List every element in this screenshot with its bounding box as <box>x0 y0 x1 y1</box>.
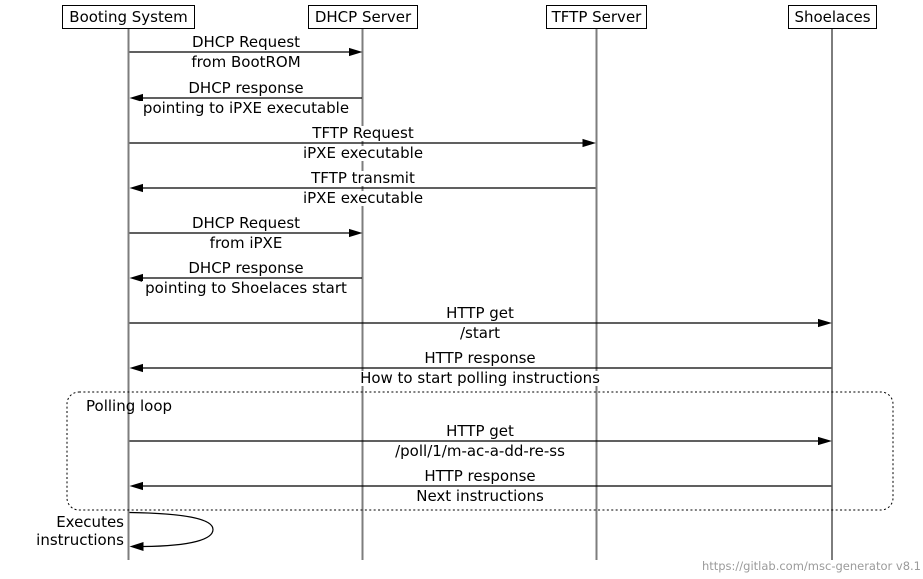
entity-booting-system: Booting System <box>62 5 195 29</box>
message-label: iPXE executable <box>299 146 427 161</box>
arrowhead-left-icon <box>129 273 143 283</box>
entity-shoelaces: Shoelaces <box>788 5 877 29</box>
message-label: pointing to iPXE executable <box>139 101 353 116</box>
message-label: /poll/1/m-ac-a-dd-re-ss <box>392 444 568 459</box>
arrowhead-right-icon <box>818 436 832 446</box>
message-label: HTTP get <box>443 306 517 321</box>
arrow-self-executes <box>129 511 214 551</box>
arrowhead-right-icon <box>349 228 363 238</box>
message-label: from iPXE <box>206 236 286 251</box>
arrow-tftp-request <box>129 138 596 148</box>
arrow-dhcp-request-ipxe <box>129 228 363 238</box>
message-label: DHCP Request <box>188 216 304 231</box>
arrow-dhcp-request-bootrom <box>129 47 363 57</box>
message-label: iPXE executable <box>299 191 427 206</box>
message-label: DHCP Request <box>188 35 304 50</box>
message-label: DHCP response <box>185 81 307 96</box>
arrow-http-get-start <box>129 318 832 328</box>
message-label: from BootROM <box>188 55 304 70</box>
message-label: HTTP response <box>421 469 539 484</box>
arrowhead-left-icon <box>129 363 143 373</box>
arrowhead-left-icon <box>129 542 144 551</box>
arrowhead-left-icon <box>129 183 143 193</box>
message-label: DHCP response <box>185 261 307 276</box>
polling-loop-frame <box>66 391 894 511</box>
message-label: TFTP transmit <box>308 171 418 186</box>
arrow-dhcp-response-shoelaces <box>129 273 362 283</box>
arrowhead-left-icon <box>129 481 143 491</box>
arrowhead-right-icon <box>818 318 832 328</box>
self-message-label: Executes <box>56 513 124 531</box>
arrow-tftp-transmit <box>129 183 596 193</box>
entity-tftp-server: TFTP Server <box>546 5 647 29</box>
message-label: How to start polling instructions <box>357 371 603 386</box>
arrowhead-left-icon <box>129 93 143 103</box>
arrow-dhcp-response-ipxe <box>129 93 362 103</box>
arrow-http-response-poll <box>129 481 832 491</box>
polling-loop-label: Polling loop <box>86 397 173 415</box>
entity-dhcp-server: DHCP Server <box>308 5 418 29</box>
message-label: HTTP get <box>443 424 517 439</box>
message-label: pointing to Shoelaces start <box>142 281 350 296</box>
generator-credit: https://gitlab.com/msc-generator v8.1 <box>701 559 921 573</box>
message-label: TFTP Request <box>309 126 417 141</box>
arrow-http-get-poll <box>129 436 832 446</box>
self-message-label: instructions <box>36 531 124 549</box>
arrow-http-response-start <box>129 363 832 373</box>
arrowhead-right-icon <box>349 47 363 57</box>
message-label: Next instructions <box>413 489 547 504</box>
message-label: HTTP response <box>421 351 539 366</box>
message-label: /start <box>457 326 503 341</box>
arrowhead-right-icon <box>582 138 596 148</box>
